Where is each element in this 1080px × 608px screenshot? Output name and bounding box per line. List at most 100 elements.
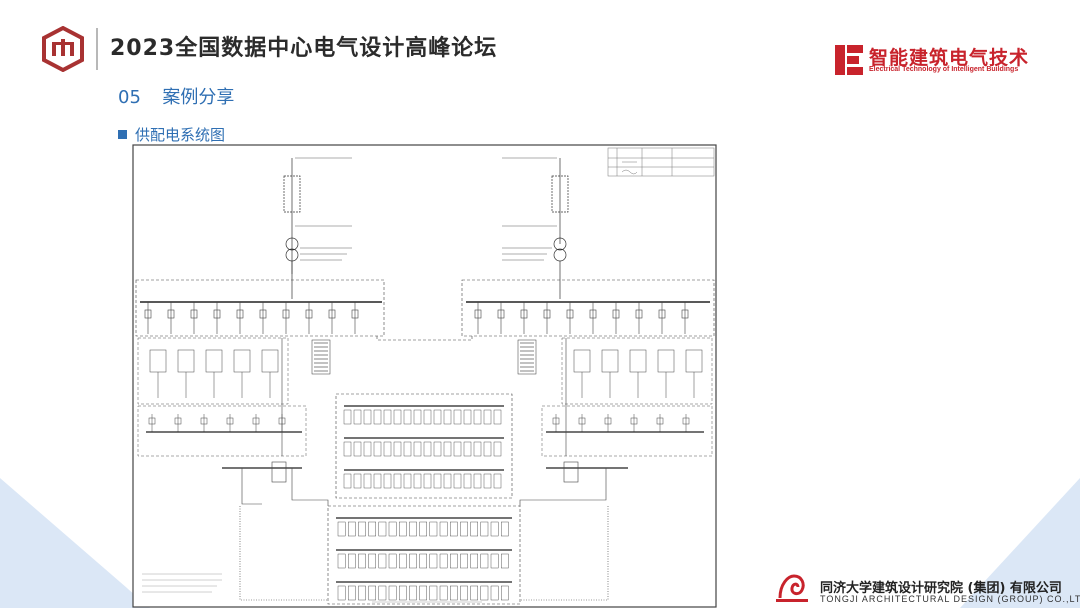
ups-module [419, 585, 428, 601]
ups-module [453, 409, 462, 425]
ups-module [470, 585, 479, 601]
lv-breaker [566, 309, 574, 319]
ups-module [409, 521, 417, 537]
ups-module [347, 585, 356, 601]
lv-switchboards [135, 279, 715, 341]
ups-module [493, 409, 502, 425]
header-divider [96, 28, 98, 70]
ups-module [480, 553, 489, 569]
ups-module [473, 441, 482, 457]
ups-module [490, 553, 499, 569]
ups-module [363, 441, 372, 457]
ups-module [463, 441, 472, 457]
company-name-en: TONGJI ARCHITECTURAL DESIGN (GROUP) CO.,… [820, 594, 1080, 604]
ups-module [463, 473, 472, 489]
panel-breaker [552, 417, 560, 425]
ups-module [388, 521, 397, 537]
ups-module [429, 521, 438, 537]
ups-module [353, 473, 362, 489]
ups-module [413, 441, 422, 457]
ups-module [388, 553, 397, 569]
lv-breaker [305, 309, 313, 319]
ups-module [433, 473, 442, 489]
ups-module [409, 585, 417, 601]
ups-module [473, 473, 482, 489]
ups-module [480, 585, 489, 601]
ups-module [358, 521, 366, 537]
brand-mark-icon [835, 45, 863, 75]
ups-module [393, 473, 402, 489]
lv-breaker [282, 309, 290, 319]
lv-feeders [144, 302, 689, 334]
bullet-text: 供配电系统图 [135, 126, 226, 144]
ups-module [423, 409, 432, 425]
ups-module [450, 521, 458, 537]
lv-breaker [474, 309, 482, 319]
ups-module [343, 441, 352, 457]
panel-breaker [630, 417, 638, 425]
ups-module [439, 521, 448, 537]
ups-module [373, 473, 382, 489]
ups-module [470, 553, 479, 569]
ups-module [403, 473, 412, 489]
left-incoming-branch [283, 157, 352, 299]
ups-module [383, 441, 392, 457]
ups-module [439, 553, 448, 569]
ups-module [409, 553, 417, 569]
ups-module [388, 585, 397, 601]
panel-breaker [148, 417, 156, 425]
ups-module [423, 473, 432, 489]
ups-module [463, 409, 472, 425]
ups-module [403, 409, 412, 425]
ups-module [399, 585, 407, 601]
ups-module [480, 521, 489, 537]
distribution-panels [137, 337, 713, 457]
ups-module [413, 409, 422, 425]
lv-breaker [543, 309, 551, 319]
ups-module [363, 473, 372, 489]
power-distribution-diagram [132, 144, 717, 608]
ups-module [413, 473, 422, 489]
ups-group-top [327, 393, 521, 605]
ups-module [347, 521, 356, 537]
ups-module [393, 441, 402, 457]
ups-module [393, 409, 402, 425]
ups-busbars [336, 405, 512, 583]
panel-breaker [174, 417, 182, 425]
lv-breaker [612, 309, 620, 319]
ups-module [363, 409, 372, 425]
ups-module [470, 521, 479, 537]
ups-module [378, 553, 387, 569]
ups-module [501, 521, 509, 537]
conference-logo-icon [42, 26, 84, 72]
ups-module [450, 585, 458, 601]
ups-module [347, 553, 356, 569]
ups-module [450, 553, 458, 569]
panel-breaker [682, 417, 690, 425]
ups-module [383, 409, 392, 425]
ups-module [473, 409, 482, 425]
panel-breaker [226, 417, 234, 425]
company-name-cn: 同济大学建筑设计研究院 (集团) 有限公司 [820, 581, 1062, 596]
ups-module [483, 473, 492, 489]
ups-module [419, 521, 428, 537]
ups-module [493, 473, 502, 489]
panel-breaker [200, 417, 208, 425]
ups-module [460, 585, 468, 601]
brand-name-en: Electrical Technology of Intelligent Bui… [869, 66, 1019, 73]
panel-breaker [252, 417, 260, 425]
ups-module [358, 553, 366, 569]
lv-breaker [635, 309, 643, 319]
ups-modules [337, 409, 509, 601]
ups-module [383, 473, 392, 489]
lv-breaker [144, 309, 152, 319]
ups-module [399, 553, 407, 569]
diagram-frame [132, 144, 717, 608]
section-title: 案例分享 [162, 87, 235, 108]
corner-triangle-left [0, 478, 150, 608]
ups-module [423, 441, 432, 457]
ups-module [443, 409, 452, 425]
ups-module [453, 473, 462, 489]
lv-breaker [351, 309, 359, 319]
